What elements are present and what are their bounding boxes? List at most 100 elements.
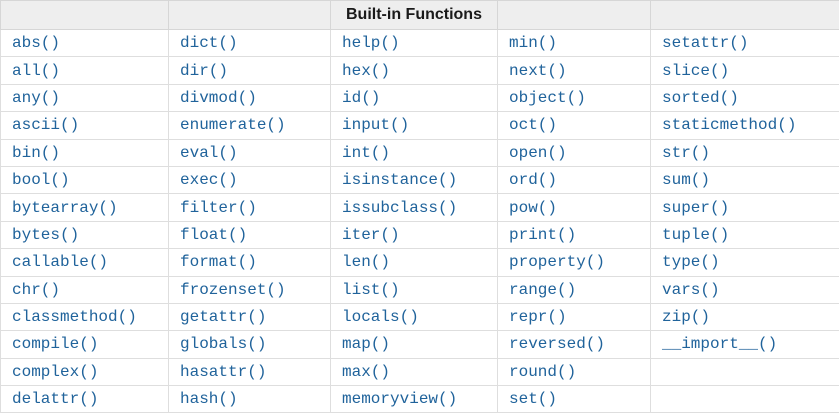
function-link[interactable]: list() [342, 280, 400, 299]
function-link[interactable]: any() [12, 88, 61, 107]
function-link[interactable]: help() [342, 34, 400, 53]
function-link[interactable]: eval() [180, 143, 238, 162]
function-link[interactable]: set() [509, 390, 558, 409]
table-row: delattr() hash() memoryview() set() [0, 385, 839, 414]
function-cell: ascii() [0, 111, 169, 140]
function-link[interactable]: ord() [509, 171, 558, 190]
function-link[interactable]: float() [180, 225, 248, 244]
function-cell: vars() [650, 275, 839, 304]
function-link[interactable]: sum() [662, 171, 711, 190]
function-link[interactable]: property() [509, 253, 606, 272]
function-link[interactable]: max() [342, 362, 391, 381]
function-link[interactable]: __import__() [662, 335, 778, 354]
function-link[interactable]: hex() [342, 61, 391, 80]
function-link[interactable]: isinstance() [342, 171, 458, 190]
function-link[interactable]: id() [342, 88, 381, 107]
function-link[interactable]: object() [509, 88, 586, 107]
function-cell: memoryview() [330, 385, 498, 414]
function-link[interactable]: open() [509, 143, 567, 162]
function-link[interactable]: staticmethod() [662, 116, 797, 135]
function-link[interactable]: zip() [662, 308, 711, 327]
function-cell: print() [497, 220, 651, 250]
function-cell: hash() [168, 385, 331, 414]
function-cell: len() [330, 248, 498, 277]
function-link[interactable]: classmethod() [12, 308, 137, 327]
function-link[interactable]: len() [342, 253, 391, 272]
function-link[interactable]: input() [342, 116, 410, 135]
function-link[interactable]: bin() [12, 143, 61, 162]
function-cell: eval() [168, 138, 331, 167]
function-cell: int() [330, 138, 498, 167]
function-link[interactable]: vars() [662, 280, 720, 299]
function-cell: getattr() [168, 302, 331, 332]
function-link[interactable]: repr() [509, 308, 567, 327]
function-cell: open() [497, 138, 651, 167]
function-link[interactable]: globals() [180, 335, 267, 354]
function-link[interactable]: range() [509, 280, 577, 299]
function-link[interactable]: tuple() [662, 225, 730, 244]
function-cell: complex() [0, 357, 169, 387]
function-link[interactable]: chr() [12, 280, 61, 299]
function-link[interactable]: min() [509, 34, 558, 53]
function-link[interactable]: abs() [12, 34, 61, 53]
function-link[interactable]: super() [662, 198, 730, 217]
function-cell: next() [497, 56, 651, 85]
function-link[interactable]: sorted() [662, 88, 739, 107]
function-link[interactable]: reversed() [509, 335, 606, 354]
function-cell: locals() [330, 302, 498, 332]
function-cell: sorted() [650, 83, 839, 113]
empty-cell [650, 357, 839, 387]
function-link[interactable]: locals() [342, 308, 419, 327]
function-link[interactable]: bool() [12, 171, 70, 190]
function-link[interactable]: hash() [180, 390, 238, 409]
function-cell: setattr() [650, 28, 839, 58]
function-link[interactable]: slice() [662, 61, 730, 80]
function-cell: oct() [497, 111, 651, 140]
function-link[interactable]: ascii() [12, 116, 80, 135]
function-cell: zip() [650, 302, 839, 332]
function-cell: abs() [0, 28, 169, 58]
function-link[interactable]: str() [662, 143, 711, 162]
function-link[interactable]: delattr() [12, 390, 99, 409]
function-link[interactable]: exec() [180, 171, 238, 190]
function-link[interactable]: bytes() [12, 225, 80, 244]
function-link[interactable]: int() [342, 143, 391, 162]
function-cell: format() [168, 248, 331, 277]
function-link[interactable]: pow() [509, 198, 558, 217]
function-link[interactable]: all() [12, 61, 61, 80]
function-link[interactable]: memoryview() [342, 390, 458, 409]
function-link[interactable]: divmod() [180, 88, 257, 107]
function-link[interactable]: oct() [509, 116, 558, 135]
function-link[interactable]: format() [180, 253, 257, 272]
function-link[interactable]: print() [509, 225, 577, 244]
function-link[interactable]: iter() [342, 225, 400, 244]
function-link[interactable]: frozenset() [180, 280, 286, 299]
function-link[interactable]: setattr() [662, 34, 749, 53]
function-cell: callable() [0, 248, 169, 277]
function-link[interactable]: complex() [12, 362, 99, 381]
function-link[interactable]: getattr() [180, 308, 267, 327]
function-link[interactable]: next() [509, 61, 567, 80]
table-row: compile() globals() map() reversed() __impor… [0, 330, 839, 359]
function-link[interactable]: map() [342, 335, 391, 354]
function-cell: classmethod() [0, 302, 169, 332]
function-link[interactable]: compile() [12, 335, 99, 354]
function-cell: bytes() [0, 220, 169, 250]
table-header: Built-in Functions [0, 0, 839, 30]
function-link[interactable]: filter() [180, 198, 257, 217]
function-cell: reversed() [497, 330, 651, 359]
function-cell: hasattr() [168, 357, 331, 387]
function-link[interactable]: round() [509, 362, 577, 381]
function-link[interactable]: dict() [180, 34, 238, 53]
header-row: Built-in Functions [0, 0, 839, 30]
function-link[interactable]: callable() [12, 253, 109, 272]
function-link[interactable]: issubclass() [342, 198, 458, 217]
function-link[interactable]: hasattr() [180, 362, 267, 381]
function-link[interactable]: enumerate() [180, 116, 286, 135]
function-link[interactable]: bytearray() [12, 198, 118, 217]
function-cell: map() [330, 330, 498, 359]
function-link[interactable]: dir() [180, 61, 229, 80]
function-link[interactable]: type() [662, 253, 720, 272]
function-cell: set() [497, 385, 651, 414]
function-cell: iter() [330, 220, 498, 250]
